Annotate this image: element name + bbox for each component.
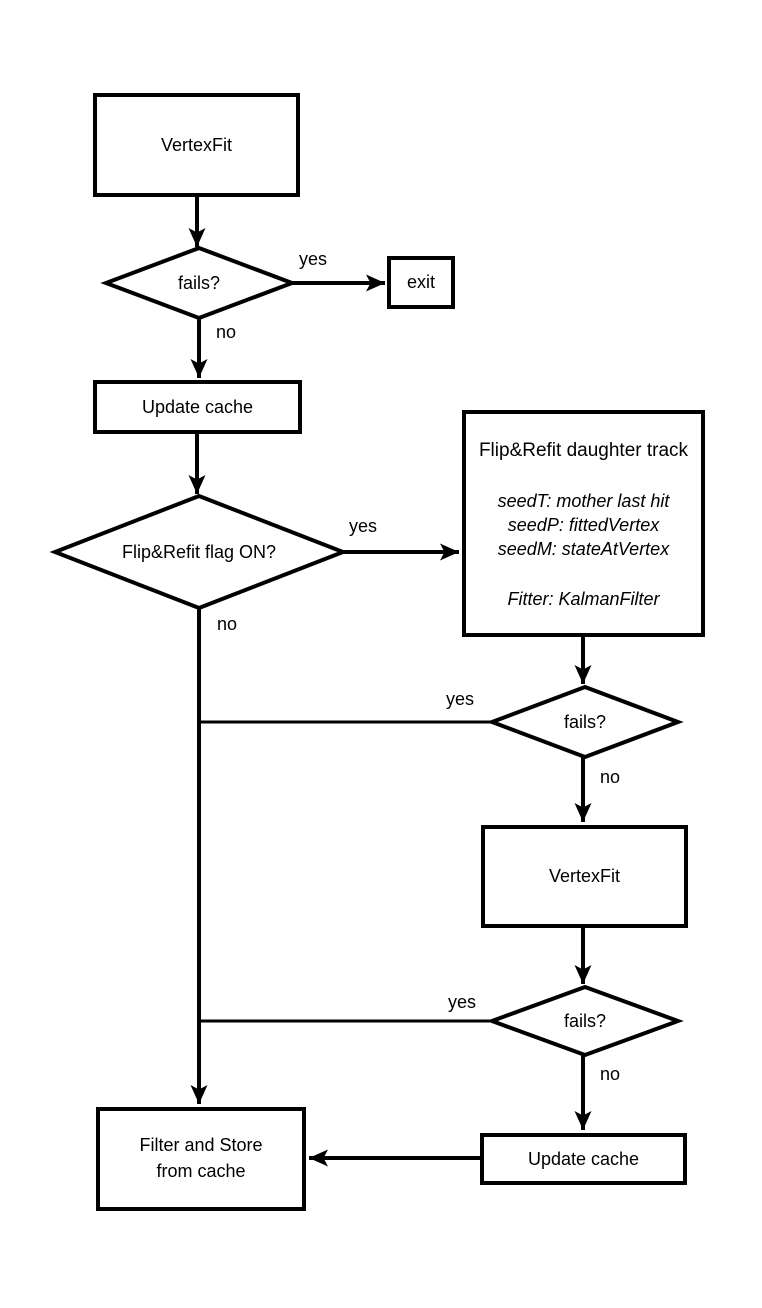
fails-3-yes-label: yes [448, 992, 477, 1012]
update-cache-2-label: Update cache [527, 1148, 640, 1169]
seed-line-2: seedP: fittedVertex [507, 515, 660, 535]
exit-box [387, 256, 455, 309]
vertexfit-2-box [481, 825, 688, 928]
update-cache-1-label: Update cache [141, 396, 254, 417]
seed-line-3: seedM: stateAtVertex [497, 539, 670, 559]
flip-refit-seed-lines: seedT: mother last hit seedP: fittedVert… [462, 489, 705, 561]
fails-1-label: fails? [177, 272, 221, 293]
fails-3-label: fails? [563, 1010, 607, 1031]
fails-3-diamond [486, 984, 684, 1058]
vertexfit-top-box [93, 93, 300, 197]
flip-refit-title: Flip&Refit daughter track [478, 440, 689, 462]
filter-store-box [96, 1107, 306, 1211]
fails-2-no-label: no [600, 767, 621, 787]
flip-refit-box [462, 410, 705, 637]
flip-refit-fitter-line: Fitter: KalmanFilter [507, 588, 660, 609]
update-cache-1-box [93, 380, 302, 434]
flip-flag-label: Flip&Refit flag ON? [121, 541, 277, 562]
fails-2-label: fails? [563, 711, 607, 732]
fails-2-diamond [486, 684, 684, 760]
filter-store-label: Filter and Store from cache [139, 1135, 263, 1181]
fails-3-no-label: no [600, 1064, 621, 1084]
vertexfit-top-label: VertexFit [160, 134, 233, 155]
flip-flag-yes-label: yes [349, 516, 378, 536]
exit-label: exit [406, 272, 435, 293]
flip-flag-diamond [49, 493, 349, 611]
fails-1-yes-label: yes [299, 249, 328, 269]
seed-line-1: seedT: mother last hit [497, 491, 670, 511]
fails-2-yes-label: yes [446, 689, 475, 709]
fails-1-no-label: no [216, 322, 237, 342]
vertexfit-2-label: VertexFit [548, 866, 621, 887]
fails-1-diamond [100, 245, 298, 321]
update-cache-2-box [480, 1133, 687, 1185]
flip-flag-no-label: no [217, 614, 238, 634]
